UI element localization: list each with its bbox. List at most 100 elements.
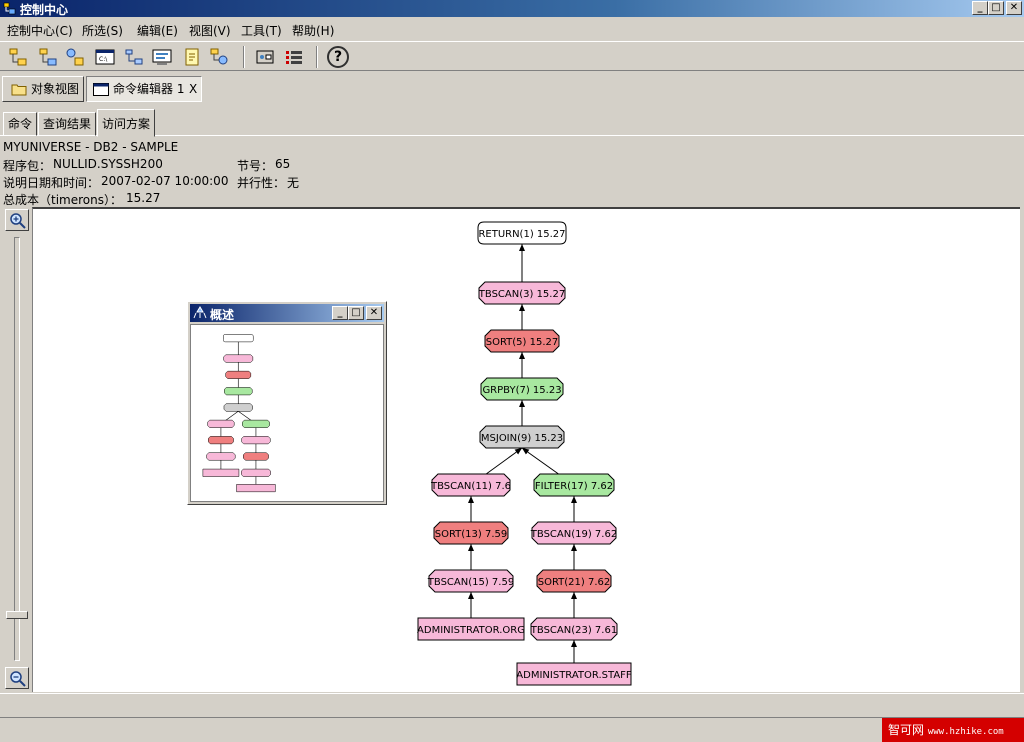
tab-object-view[interactable]: 对象视图 [2, 76, 84, 102]
plan-operator-node [223, 354, 254, 363]
plan-operator-node[interactable]: GRPBY(7) 15.23 [480, 377, 564, 401]
plan-operator-node [241, 468, 271, 477]
menu-control-center[interactable]: 控制中心(C) [7, 24, 73, 38]
folder-icon [11, 84, 27, 96]
section-value: 65 [275, 157, 291, 171]
package-label: 程序包： [3, 159, 52, 173]
overview-maximize-button[interactable]: □ [348, 306, 364, 320]
toolbar: C:\ ? [0, 41, 1024, 71]
plan-operator-node[interactable]: TBSCAN(3) 15.27 [478, 281, 566, 305]
plan-operator-node[interactable]: MSJOIN(9) 15.23 [479, 425, 565, 449]
command-editor-icon[interactable]: C:\ [94, 46, 116, 68]
tools-settings-icon[interactable] [254, 46, 276, 68]
plan-table-node[interactable]: ADMINISTRATOR.STAFF [516, 662, 632, 686]
overview-minimap [202, 334, 276, 493]
plan-operator-node[interactable]: RETURN(1) 15.27 [477, 221, 567, 245]
object-tree-icon[interactable] [7, 46, 29, 68]
package-value: NULLID.SYSSH200 [53, 157, 163, 171]
zoom-slider-thumb[interactable] [6, 611, 28, 620]
plan-operator-node [223, 334, 254, 343]
zoom-out-button[interactable] [5, 667, 29, 689]
overview-close-button[interactable]: ✕ [366, 306, 382, 320]
overview-title-bar[interactable]: 概述 _ □ ✕ [190, 304, 384, 322]
zoom-panel [2, 207, 32, 692]
minimize-button[interactable]: _ [972, 1, 988, 15]
plan-operator-node[interactable]: SORT(21) 7.62 [536, 569, 612, 593]
tab-access-plan[interactable]: 访问方案 [97, 109, 155, 137]
tab-command-editor[interactable]: 命令编辑器 1 X [86, 76, 202, 102]
overview-minimize-button[interactable]: _ [332, 306, 348, 320]
menu-tools[interactable]: 工具(T) [241, 24, 282, 38]
plan-node-label: RETURN(1) 15.27 [478, 229, 565, 240]
plan-operator-node[interactable]: TBSCAN(19) 7.62 [530, 521, 617, 545]
tab-object-view-label: 对象视图 [31, 82, 80, 96]
task-center-icon[interactable] [151, 46, 173, 68]
close-button[interactable]: ✕ [1006, 1, 1022, 15]
parallelism-label: 并行性： [237, 176, 286, 190]
license-center-icon[interactable] [208, 46, 230, 68]
plan-operator-node[interactable]: SORT(13) 7.59 [433, 521, 509, 545]
menu-view[interactable]: 视图(V) [189, 24, 231, 38]
plan-operator-node[interactable]: TBSCAN(11) 7.6 [430, 473, 511, 497]
tab-query-results[interactable]: 查询结果 [38, 112, 96, 136]
plan-node-label: TBSCAN(3) 15.27 [478, 289, 565, 300]
tab-command[interactable]: 命令 [3, 112, 37, 136]
plan-operator-node [243, 452, 269, 461]
plan-node-label: MSJOIN(9) 15.23 [481, 433, 563, 444]
menu-help[interactable]: 帮助(H) [292, 24, 335, 38]
plan-node-label: GRPBY(7) 15.23 [482, 385, 561, 396]
title-bar: 控制中心 _ □ ✕ [0, 0, 1024, 17]
plan-node-label: TBSCAN(11) 7.6 [430, 481, 511, 492]
replication-icon[interactable] [123, 46, 145, 68]
toolbar-separator [316, 46, 318, 68]
plan-operator-node [206, 452, 236, 461]
tab-close-button[interactable]: X [189, 82, 198, 96]
sub-tab-bar: 命令 查询结果 访问方案 [0, 108, 1024, 137]
object-tree-alt-icon[interactable] [37, 46, 59, 68]
plan-table-node [202, 468, 240, 477]
plan-table-node[interactable]: ADMINISTRATOR.ORG [417, 617, 525, 641]
plan-table-node [236, 484, 276, 493]
plan-operator-node [207, 419, 235, 428]
overview-title: 概述 [210, 308, 235, 322]
plan-node-label: TBSCAN(15) 7.59 [427, 577, 514, 588]
detail-view-icon[interactable] [283, 46, 305, 68]
view-tab-bar: 对象视图 命令编辑器 1 X [0, 74, 1024, 104]
plan-operator-node [242, 419, 270, 428]
plan-node-label: SORT(21) 7.62 [538, 577, 611, 588]
plan-node-label: TBSCAN(23) 7.61 [530, 625, 617, 636]
plan-operator-node [208, 436, 234, 445]
plan-operator-node[interactable]: FILTER(17) 7.62 [533, 473, 615, 497]
journal-icon[interactable] [181, 46, 203, 68]
overview-window[interactable]: 概述 _ □ ✕ [187, 301, 387, 505]
plan-operator-node[interactable]: SORT(5) 15.27 [484, 329, 560, 353]
status-bar [0, 693, 1024, 715]
svg-text:C:\: C:\ [99, 56, 108, 63]
restore-button[interactable]: □ [988, 1, 1004, 15]
plan-operator-node [224, 387, 253, 396]
database-name: MYUNIVERSE - DB2 - SAMPLE [3, 140, 179, 154]
plan-node-label: FILTER(17) 7.62 [535, 481, 613, 492]
zoom-in-icon [10, 213, 26, 229]
menu-selected[interactable]: 所选(S) [82, 24, 123, 38]
plan-node-label: SORT(13) 7.59 [435, 529, 508, 540]
help-icon[interactable]: ? [327, 46, 349, 68]
explain-time-value: 2007-02-07 10:00:00 [101, 174, 229, 188]
zoom-in-button[interactable] [5, 209, 29, 231]
overview-icon [193, 306, 207, 319]
parallelism-value: 无 [287, 176, 300, 190]
plan-operator-node [225, 370, 252, 379]
overview-body[interactable] [190, 324, 384, 502]
zoom-slider-track[interactable] [14, 237, 20, 661]
object-tree-group-icon[interactable] [64, 46, 86, 68]
command-editor-icon [93, 83, 109, 96]
tab-command-editor-label: 命令编辑器 1 [113, 82, 185, 96]
plan-operator-node [223, 403, 253, 412]
plan-node-label: TBSCAN(19) 7.62 [530, 529, 617, 540]
plan-operator-node[interactable]: TBSCAN(23) 7.61 [530, 617, 618, 641]
plan-operator-node[interactable]: TBSCAN(15) 7.59 [427, 569, 514, 593]
menu-edit[interactable]: 编辑(E) [137, 24, 178, 38]
watermark: 智可网 www.hzhike.com [882, 718, 1024, 742]
